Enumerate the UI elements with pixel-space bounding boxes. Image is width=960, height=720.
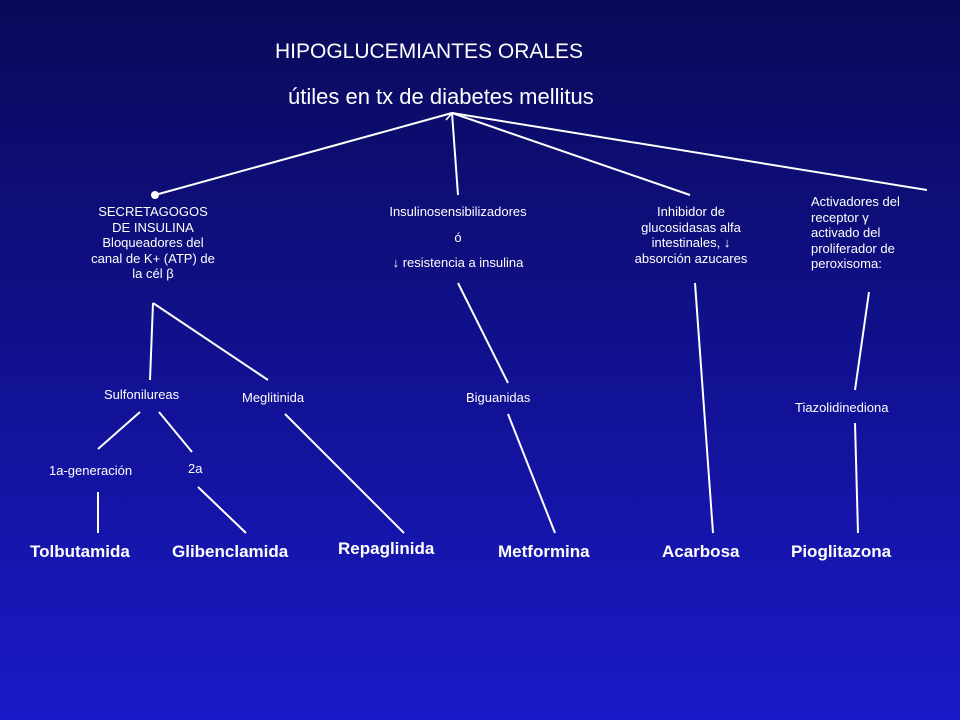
edge-title-inhibidor [451,112,691,196]
edge-activadores-tiazolidinediona [854,291,870,391]
edge-tiazolidinediona-pioglitazona [854,422,859,534]
drug-pioglitazona: Pioglitazona [791,542,892,561]
title-line1: HIPOGLUCEMIANTES ORALES [275,40,584,63]
category-insulinosensibilizadores: Insulinosensibilizadores ó ↓ resistencia… [358,204,558,271]
activadores-line5: peroxisoma: [811,256,882,272]
drug-repaglinida: Repaglinida [338,539,435,558]
edge-secretagogos-sulfonilureas [149,302,154,381]
activadores-line1: Activadores del [811,194,900,209]
subgroup-sulfonilureas: Sulfonilureas [104,387,180,402]
activadores-line3: activado del [811,225,881,241]
inhibidor-line3: intestinales, ↓ [651,235,731,251]
edge-title-insulinosens [451,112,459,196]
insulinosens-line1: Insulinosensibilizadores [389,204,527,219]
secretagogos-line3: Bloqueadores del [102,235,204,251]
activadores-line2: receptor γ [811,209,869,225]
edge-sulfonilureas-gen2 [158,411,193,453]
insulinosens-line2: ó [454,229,462,245]
subgroup-1a-generacion: 1a-generación [49,463,133,478]
edge-title-activadores [451,112,928,191]
insulinosens-line3: ↓ resistencia a insulina [392,255,524,271]
edge-title-secretagogos [154,112,453,196]
subgroup-meglitinida: Meglitinida [242,390,305,405]
inhibidor-line4: absorción azucares [634,250,748,266]
activadores-line4: proliferador de [811,240,895,256]
drug-acarbosa: Acarbosa [662,542,740,561]
category-secretagogos: SECRETAGOGOS DE INSULINA Bloqueadores de… [68,204,238,282]
subgroup-biguanidas: Biguanidas [466,390,531,405]
edge-sulfonilureas-gen1 [97,411,141,450]
drug-tolbutamida: Tolbutamida [30,542,130,561]
secretagogos-line1: SECRETAGOGOS [98,204,208,219]
bullet-dot [151,191,159,199]
edge-insulinosens-biguanidas [457,282,509,384]
edge-biguanidas-metformina [507,413,556,534]
edge-inhibidor-acarbosa [694,282,714,534]
secretagogos-line4: canal de K+ (ATP) de [91,250,215,266]
edge-secretagogos-meglitinida [152,302,269,381]
inhibidor-line1: Inhibidor de [657,204,725,219]
category-activadores: Activadores del receptor γ activado del … [811,194,951,272]
secretagogos-line5: la cél β [132,266,174,282]
title-line2: útiles en tx de diabetes mellitus [288,84,594,109]
inhibidor-line2: glucosidasas alfa [641,219,741,235]
edge-meglitinida-repaglinida [284,413,405,534]
secretagogos-line2: DE INSULINA [112,219,194,235]
arrowhead [443,111,455,121]
subgroup-tiazolidinediona: Tiazolidinediona [795,400,889,415]
drug-glibenclamida: Glibenclamida [172,542,289,561]
edge-gen2-glibenclamida [197,486,247,534]
drug-metformina: Metformina [498,542,590,561]
category-inhibidor: Inhibidor de glucosidasas alfa intestina… [606,204,776,266]
subgroup-2a: 2a [188,461,203,476]
